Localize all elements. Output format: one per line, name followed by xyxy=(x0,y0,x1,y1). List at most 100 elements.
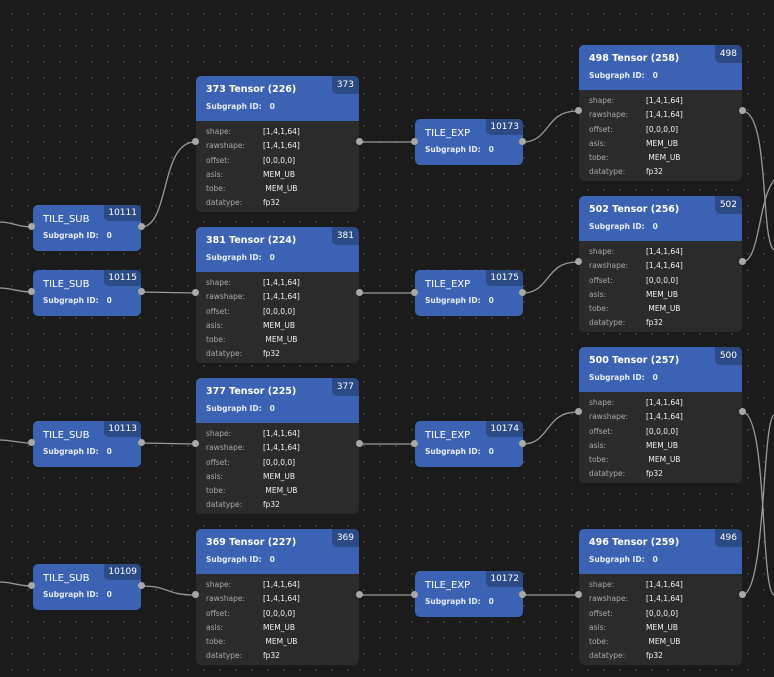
output-port[interactable] xyxy=(356,440,363,447)
input-port[interactable] xyxy=(575,258,582,265)
attr-key: offset: xyxy=(589,608,613,618)
op-node-tile-sub-10109[interactable]: TILE_SUB 10109 Subgraph ID:0 xyxy=(33,564,141,610)
attr-value: [1,4,1,64] xyxy=(263,580,300,589)
input-port[interactable] xyxy=(192,289,199,296)
attr-key: shape: xyxy=(589,398,615,407)
input-port[interactable] xyxy=(28,439,35,446)
input-port[interactable] xyxy=(192,138,199,145)
attr-value: fp32 xyxy=(263,349,280,359)
attr-row-asis: asis:MEM_UB xyxy=(589,288,739,302)
op-name: TILE_SUB xyxy=(43,279,90,290)
edge xyxy=(522,261,578,294)
subgraph-label: Subgraph ID: xyxy=(425,447,481,456)
attr-value: [1,4,1,64] xyxy=(263,292,300,302)
input-port[interactable] xyxy=(575,408,582,415)
input-port[interactable] xyxy=(411,591,418,598)
output-port[interactable] xyxy=(138,439,145,446)
edge xyxy=(140,141,196,228)
attr-value: [1,4,1,64] xyxy=(646,398,683,407)
input-port[interactable] xyxy=(411,138,418,145)
attr-key: tobe: xyxy=(206,184,226,194)
attr-value: [0,0,0,0] xyxy=(263,306,296,316)
op-id-badge: 10175 xyxy=(486,270,523,286)
subgraph-label: Subgraph ID: xyxy=(425,145,481,154)
input-port[interactable] xyxy=(575,591,582,598)
tensor-node-369[interactable]: 369 Tensor (227) 369 Subgraph ID:0 shape… xyxy=(196,529,359,665)
op-node-tile-exp-10175[interactable]: TILE_EXP 10175 Subgraph ID:0 xyxy=(415,270,523,316)
output-port[interactable] xyxy=(519,289,526,296)
tensor-node-500[interactable]: 500 Tensor (257) 500 Subgraph ID:0 shape… xyxy=(579,347,742,483)
attr-value: MEM_UB xyxy=(646,440,679,450)
output-port[interactable] xyxy=(138,223,145,230)
tensor-title: 377 Tensor (225) xyxy=(206,386,297,397)
op-node-tile-exp-10174[interactable]: TILE_EXP 10174 Subgraph ID:0 xyxy=(415,421,523,467)
input-port[interactable] xyxy=(411,289,418,296)
output-port[interactable] xyxy=(138,582,145,589)
op-node-tile-sub-10111[interactable]: TILE_SUB 10111 Subgraph ID:0 xyxy=(33,205,141,251)
subgraph-label: Subgraph ID: xyxy=(43,296,99,305)
input-port[interactable] xyxy=(192,591,199,598)
output-port[interactable] xyxy=(739,591,746,598)
tensor-id-badge: 500 xyxy=(714,347,742,365)
op-node-tile-sub-10115[interactable]: TILE_SUB 10115 Subgraph ID:0 xyxy=(33,270,141,316)
attr-value: [1,4,1,64] xyxy=(646,247,683,256)
op-node-tile-sub-10113[interactable]: TILE_SUB 10113 Subgraph ID:0 xyxy=(33,421,141,467)
attr-row-offset: offset:[0,0,0,0] xyxy=(589,123,739,137)
output-port[interactable] xyxy=(356,138,363,145)
output-port[interactable] xyxy=(519,440,526,447)
input-port[interactable] xyxy=(28,288,35,295)
op-id-badge: 10113 xyxy=(104,421,141,437)
tensor-attributes: shape:[1,4,1,64] rawshape:[1,4,1,64] off… xyxy=(206,125,356,211)
attr-row-asis: asis:MEM_UB xyxy=(589,137,739,151)
attr-key: shape: xyxy=(206,580,232,589)
subgraph-line: Subgraph ID:0 xyxy=(589,555,658,564)
subgraph-value: 0 xyxy=(488,597,494,606)
attr-row-datatype: datatype:fp32 xyxy=(206,196,356,210)
attr-value: MEM_UB xyxy=(646,289,679,299)
input-port[interactable] xyxy=(575,107,582,114)
attr-value: MEM_UB xyxy=(263,486,298,496)
attr-value: [1,4,1,64] xyxy=(263,443,300,453)
output-port[interactable] xyxy=(356,591,363,598)
attr-value: [0,0,0,0] xyxy=(646,608,679,618)
output-port[interactable] xyxy=(739,107,746,114)
attr-value: fp32 xyxy=(646,318,663,328)
op-node-tile-exp-10172[interactable]: TILE_EXP 10172 Subgraph ID:0 xyxy=(415,571,523,617)
input-port[interactable] xyxy=(28,223,35,230)
subgraph-line: Subgraph ID:0 xyxy=(43,296,112,305)
output-port[interactable] xyxy=(519,138,526,145)
output-port[interactable] xyxy=(739,258,746,265)
input-port[interactable] xyxy=(28,582,35,589)
attr-value: [0,0,0,0] xyxy=(646,426,679,436)
tensor-node-377[interactable]: 377 Tensor (225) 377 Subgraph ID:0 shape… xyxy=(196,378,359,514)
subgraph-label: Subgraph ID: xyxy=(425,597,481,606)
subgraph-line: Subgraph ID:0 xyxy=(425,447,494,456)
tensor-node-496[interactable]: 496 Tensor (259) 496 Subgraph ID:0 shape… xyxy=(579,529,742,665)
tensor-node-498[interactable]: 498 Tensor (258) 498 Subgraph ID:0 shape… xyxy=(579,45,742,181)
output-port[interactable] xyxy=(519,591,526,598)
tensor-header: 496 Tensor (259) 496 Subgraph ID:0 xyxy=(579,529,742,574)
op-id-badge: 10173 xyxy=(486,119,523,135)
attr-value: [1,4,1,64] xyxy=(263,278,300,287)
tensor-attributes: shape:[1,4,1,64] rawshape:[1,4,1,64] off… xyxy=(206,427,356,513)
attr-row-shape: shape: [1,4,1,64] xyxy=(589,396,739,410)
subgraph-label: Subgraph ID: xyxy=(589,71,645,80)
attr-value: [1,4,1,64] xyxy=(263,429,300,438)
attr-row-asis: asis:MEM_UB xyxy=(206,168,356,182)
tensor-title: 502 Tensor (256) xyxy=(589,204,680,215)
tensor-node-502[interactable]: 502 Tensor (256) 502 Subgraph ID:0 shape… xyxy=(579,196,742,332)
op-node-tile-exp-10173[interactable]: TILE_EXP 10173 Subgraph ID:0 xyxy=(415,119,523,165)
attr-row-tobe: tobe: MEM_UB xyxy=(206,182,356,196)
output-port[interactable] xyxy=(356,289,363,296)
op-name: TILE_SUB xyxy=(43,573,90,584)
attr-row-rawshape: rawshape:[1,4,1,64] xyxy=(589,410,739,424)
attr-key: rawshape: xyxy=(206,443,245,453)
attr-key: offset: xyxy=(589,275,613,285)
tensor-node-381[interactable]: 381 Tensor (224) 381 Subgraph ID:0 shape… xyxy=(196,227,359,363)
subgraph-label: Subgraph ID: xyxy=(43,447,99,456)
tensor-node-373[interactable]: 373 Tensor (226) 373 Subgraph ID:0 shape… xyxy=(196,76,359,212)
input-port[interactable] xyxy=(411,440,418,447)
output-port[interactable] xyxy=(138,288,145,295)
input-port[interactable] xyxy=(192,440,199,447)
output-port[interactable] xyxy=(739,408,746,415)
